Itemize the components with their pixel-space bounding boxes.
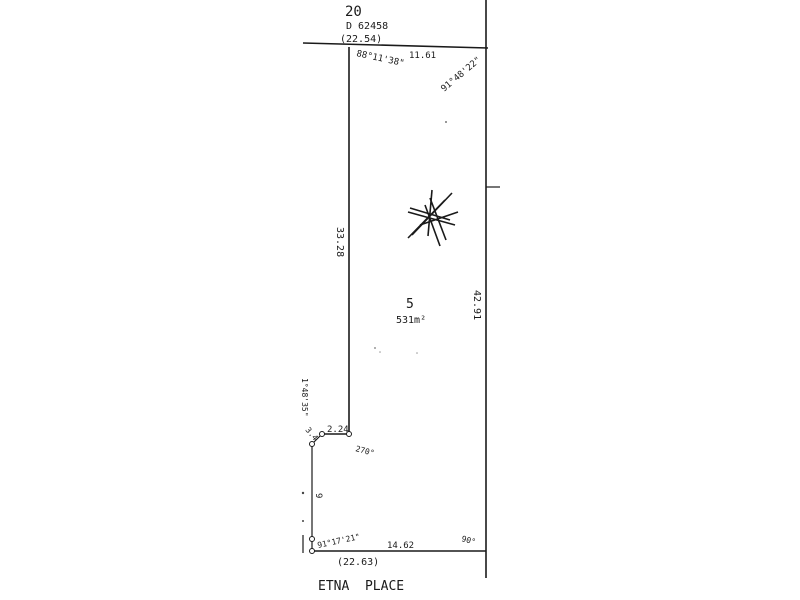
bottom-right-bearing: 90° xyxy=(460,534,476,546)
lot-number: 5 xyxy=(406,297,414,312)
header-ref: D 62458 xyxy=(346,21,388,32)
speck xyxy=(445,121,447,123)
top-width-dimension: 11.61 xyxy=(409,51,436,61)
survey-peg-marker xyxy=(309,536,315,542)
step-bearing: 270° xyxy=(354,444,375,458)
top-right-bearing: 91°48'22" xyxy=(440,55,484,94)
top-left-bearing: 88°11'38" xyxy=(355,49,405,69)
bottom-left-bearing: 91°17'21" xyxy=(317,532,361,550)
speck xyxy=(301,491,305,495)
speck xyxy=(416,352,418,354)
top-total-dimension: (22.54) xyxy=(340,34,382,45)
speck xyxy=(302,520,304,522)
step-width-dimension: 2.24 xyxy=(327,425,349,435)
bottom-width-dimension: 14.62 xyxy=(387,541,414,551)
speck xyxy=(374,347,376,349)
survey-peg-marker xyxy=(309,548,315,554)
survey-peg-marker xyxy=(346,431,352,437)
lot-area: 531m² xyxy=(396,315,426,326)
left-side-dimension: 33.28 xyxy=(334,227,345,257)
survey-peg-marker xyxy=(309,441,315,447)
street-name: ETNA PLACE xyxy=(318,579,404,594)
top-boundary-line xyxy=(302,42,489,49)
small-dimension-b: 9 xyxy=(313,493,323,498)
header-number: 20 xyxy=(345,4,362,20)
small-dimension-a: 3.4 xyxy=(303,426,319,443)
right-side-dimension: 42.91 xyxy=(471,290,482,320)
left-edge-bearing: 1°48'35" xyxy=(300,378,309,417)
scribble-mark xyxy=(407,189,459,247)
speck xyxy=(379,351,381,353)
survey-peg-marker xyxy=(319,431,325,437)
bottom-total-dimension: (22.63) xyxy=(337,557,379,568)
